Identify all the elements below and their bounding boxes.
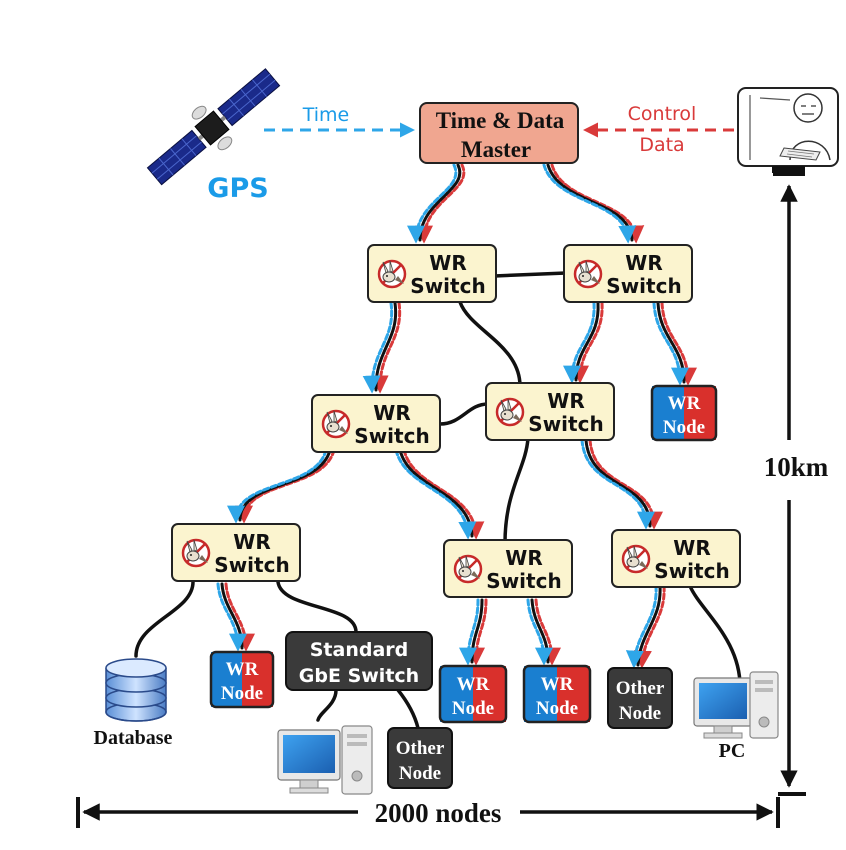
timing-links [216,163,697,669]
wr-node-4-line2: Node [536,698,578,719]
other-node-1-line2: Node [619,703,661,724]
link-switch5-database [134,580,195,658]
link-switch1-switch2 [492,271,568,278]
link-switch1-switch4 [458,300,522,388]
distance-scale: 10km [764,166,829,788]
pc-icon [693,671,779,739]
wr-switch-3: WR Switch [311,394,441,453]
switch-7-line2: Switch [654,559,729,583]
wr-switch-6: WR Switch [443,539,573,598]
switch-2-line2: Switch [606,274,681,298]
link-gbe-othernode [396,688,420,730]
other-node-2-line2: Node [399,763,441,784]
switch-4-line1: WR [547,389,584,413]
other-node-2: Other Node [387,727,453,789]
wr-node-4-line1: WR [541,674,574,695]
switch-7-line1: WR [673,536,710,560]
link-switch5-gbe [276,580,358,634]
wr-node-1-line1: WR [668,393,701,414]
wr-switch-2: WR Switch [563,244,693,303]
switch-1-line2: Switch [410,274,485,298]
gps-label: GPS [207,173,268,204]
pc-label: PC [719,740,746,762]
wr-node-2-line1: WR [226,659,259,680]
gps-satellite: GPS [146,68,281,204]
cable-links [134,271,742,730]
switch-5-line2: Switch [214,553,289,577]
time-label: Time [302,104,350,126]
switch-3-line2: Switch [354,424,429,448]
wr-node-1: WR Node [650,384,718,442]
node-count-label: 2000 nodes [375,798,502,828]
standard-gbe-switch: Standard GbE Switch [285,631,433,691]
database-icon [105,658,167,722]
computer-icon [277,725,373,795]
wr-switch-4: WR Switch [485,382,615,441]
master-line1: Time & Data [436,108,565,133]
other-node-2-line1: Other [396,738,445,759]
switch-2-line1: WR [625,251,662,275]
wr-switch-5: WR Switch [171,523,301,582]
wr-node-3: WR Node [438,664,508,724]
wr-switch-7: WR Switch [611,529,741,588]
node-count-scale: 2000 nodes [76,792,806,828]
switch-5-line1: WR [233,530,270,554]
control-label-line1: Control [628,103,697,125]
time-data-master: Time & Data Master [419,102,579,164]
switch-6-line2: Switch [486,569,561,593]
wr-node-3-line2: Node [452,698,494,719]
operator-terminal [737,87,839,173]
master-line2: Master [461,137,531,162]
wr-node-2: WR Node [209,650,275,709]
pc: PC [693,671,779,762]
link-gbe-pc [316,688,338,722]
control-label-line2: Data [639,134,684,156]
switch-6-line1: WR [505,546,542,570]
gbe-line2: GbE Switch [299,665,419,687]
time-link: Time [264,104,415,138]
link-switch3-switch4 [438,402,490,426]
database-label: Database [94,727,173,749]
wr-node-2-line2: Node [221,683,263,704]
other-node-1: Other Node [607,667,673,729]
wr-switch-1: WR Switch [367,244,497,303]
link-switch4-switch6 [503,436,530,545]
other-node-1-line1: Other [616,678,665,699]
gbe-line1: Standard [310,639,409,661]
database: Database [94,658,173,749]
wr-node-4: WR Node [522,664,592,724]
link-switch7-pc [688,584,742,692]
switch-1-line1: WR [429,251,466,275]
switch-4-line2: Switch [528,412,603,436]
wr-node-3-line1: WR [457,674,490,695]
wr-node-1-line2: Node [663,417,705,438]
distance-label: 10km [764,452,829,482]
switch-3-line1: WR [373,401,410,425]
control-link: Control Data [583,103,734,156]
